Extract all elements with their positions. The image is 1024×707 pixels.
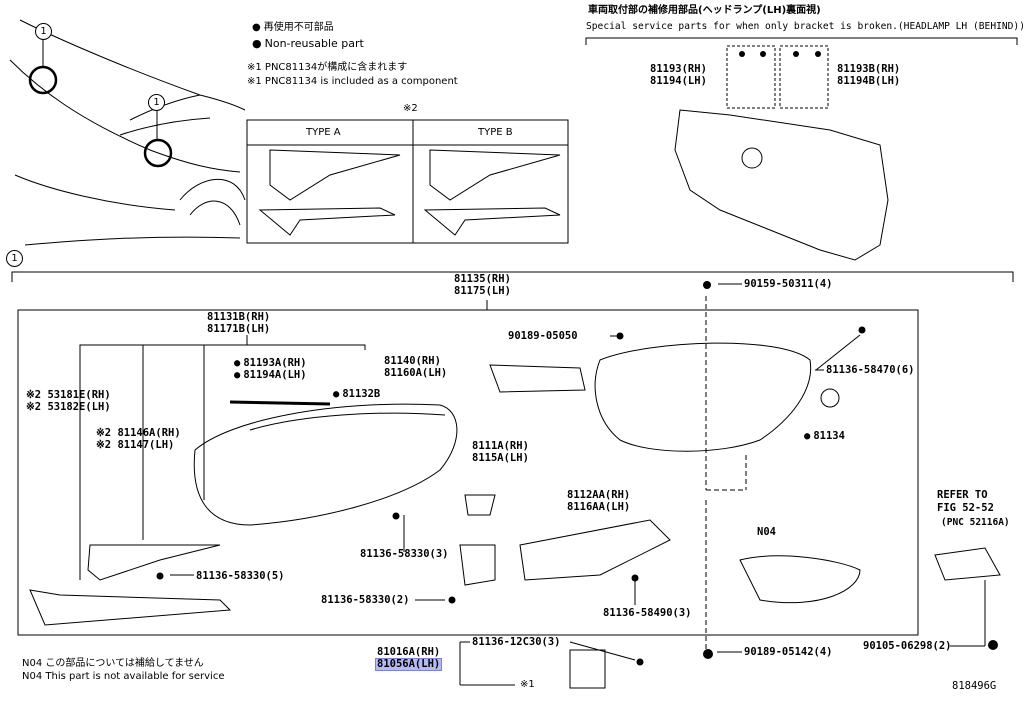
part-90105-06298[interactable]: 90105-06298(2) (863, 640, 952, 652)
car-hood-line (19, 19, 246, 111)
screw-81136-58490 (631, 574, 639, 582)
part-81056a-highlighted[interactable]: 81056A(LH) (374, 658, 443, 671)
part-81147[interactable]: ※2 81147(LH) (96, 439, 175, 451)
garnish-upper (87, 544, 221, 581)
callout-circle-2 (143, 138, 173, 168)
screw-81136-58330-3 (392, 512, 400, 520)
assembly-frame (17, 309, 919, 636)
wire-harness (739, 555, 861, 604)
part-81194a[interactable]: 81194A(LH) (234, 370, 306, 381)
part-81160a[interactable]: 81160A(LH) (384, 367, 448, 379)
refer-line-2: FIG 52-52 (937, 502, 994, 514)
legend-nonreusable-en: Non-reusable part (252, 38, 364, 49)
bolt-90159 (703, 281, 711, 289)
part-81136-12c30[interactable]: 81136-12C30(3) (472, 636, 561, 648)
part-81193a[interactable]: 81193A(RH) (234, 358, 306, 369)
car-front-line (9, 59, 241, 173)
note2-mark: ※2 (403, 103, 418, 114)
part-81132b[interactable]: 81132B (333, 389, 380, 400)
gasket-strip (229, 400, 331, 406)
car-wheel-arch (179, 178, 246, 201)
assembly-81135[interactable]: 81135(RH) (454, 273, 511, 285)
nut-90105 (988, 640, 998, 650)
nut-90189-05142 (703, 649, 713, 659)
callout-1-top: 1 (35, 23, 52, 40)
legend-pnc-note-jp: ※1 PNC81134が構成に含まれます (247, 62, 408, 73)
service-title-en: Special service parts for when only brac… (586, 21, 1024, 32)
part-8115a[interactable]: 8115A(LH) (472, 452, 529, 464)
callout-1-frame: 1 (6, 250, 23, 267)
screw-81136-58330-2 (448, 596, 456, 604)
lens-outline (193, 403, 458, 526)
bracket-52116 (934, 547, 1001, 581)
part-81136-58330-2[interactable]: 81136-58330(2) (321, 594, 410, 606)
type-box (246, 119, 569, 244)
refer-line-3: (PNC 52116A) (941, 517, 1010, 528)
callout-1-mid: 1 (148, 94, 165, 111)
part-8116aa[interactable]: 8116AA(LH) (567, 501, 631, 513)
sub-part-8112aa (519, 519, 671, 581)
housing-outline (594, 342, 812, 452)
legend-nonreusable-jp: 再使用不可部品 (252, 22, 334, 33)
part-90189-05142[interactable]: 90189-05142(4) (744, 646, 833, 658)
type-a-label: TYPE A (306, 127, 341, 138)
part-81140[interactable]: 81140(RH) (384, 355, 441, 367)
sub-part-81140 (489, 364, 586, 393)
assembly-81175[interactable]: 81175(LH) (454, 285, 511, 297)
garnish-lower (29, 589, 232, 626)
part-81146a[interactable]: ※2 81146A(RH) (96, 427, 181, 439)
part-81016a[interactable]: 81016A(RH) (377, 646, 441, 658)
headlamp-rear-view (674, 109, 889, 261)
part-53181e[interactable]: ※2 53181E(RH) (26, 389, 111, 401)
part-81134[interactable]: 81134 (804, 431, 845, 442)
part-81136-58470[interactable]: 81136-58470(6) (826, 364, 915, 376)
part-81131b[interactable]: 81131B(RH) (207, 311, 271, 323)
part-81171b[interactable]: 81171B(LH) (207, 323, 271, 335)
screw-81136-58470 (858, 326, 866, 334)
part-81194[interactable]: 81194(LH) (650, 75, 707, 87)
ecu-81016a (569, 649, 606, 689)
part-90159[interactable]: 90159-50311(4) (744, 278, 833, 290)
part-81136-58330-3[interactable]: 81136-58330(3) (360, 548, 449, 560)
part-81193b[interactable]: 81193B(RH) (837, 63, 901, 75)
footer-n04-en: N04 This part is not available for servi… (22, 671, 225, 682)
figure-id: 818496G (952, 680, 997, 692)
part-8111a[interactable]: 8111A(RH) (472, 440, 529, 452)
service-title-jp: 車両取付部の補修用部品(ヘッドランプ(LH)裏面視) (588, 5, 821, 16)
legend-pnc-note-en: ※1 PNC81134 is included as a component (247, 76, 458, 87)
part-81136-58490[interactable]: 81136-58490(3) (603, 607, 692, 619)
part-81193[interactable]: 81193(RH) (650, 63, 707, 75)
clip-90189 (616, 332, 624, 340)
mark-1: ※1 (520, 679, 535, 690)
part-90189-05050[interactable]: 90189-05050 (508, 330, 578, 342)
footer-n04-jp: N04 この部品については補給してません (22, 658, 204, 669)
screw-81136-58330-5 (156, 572, 164, 580)
part-8112aa[interactable]: 8112AA(RH) (567, 489, 631, 501)
part-53182e[interactable]: ※2 53182E(LH) (26, 401, 111, 413)
screw-81136-12c30 (636, 658, 644, 666)
type-b-label: TYPE B (478, 127, 513, 138)
part-n04: N04 (757, 526, 776, 538)
part-81136-58330-5[interactable]: 81136-58330(5) (196, 570, 285, 582)
part-81194b[interactable]: 81194B(LH) (837, 75, 901, 87)
refer-line-1: REFER TO (937, 489, 988, 501)
